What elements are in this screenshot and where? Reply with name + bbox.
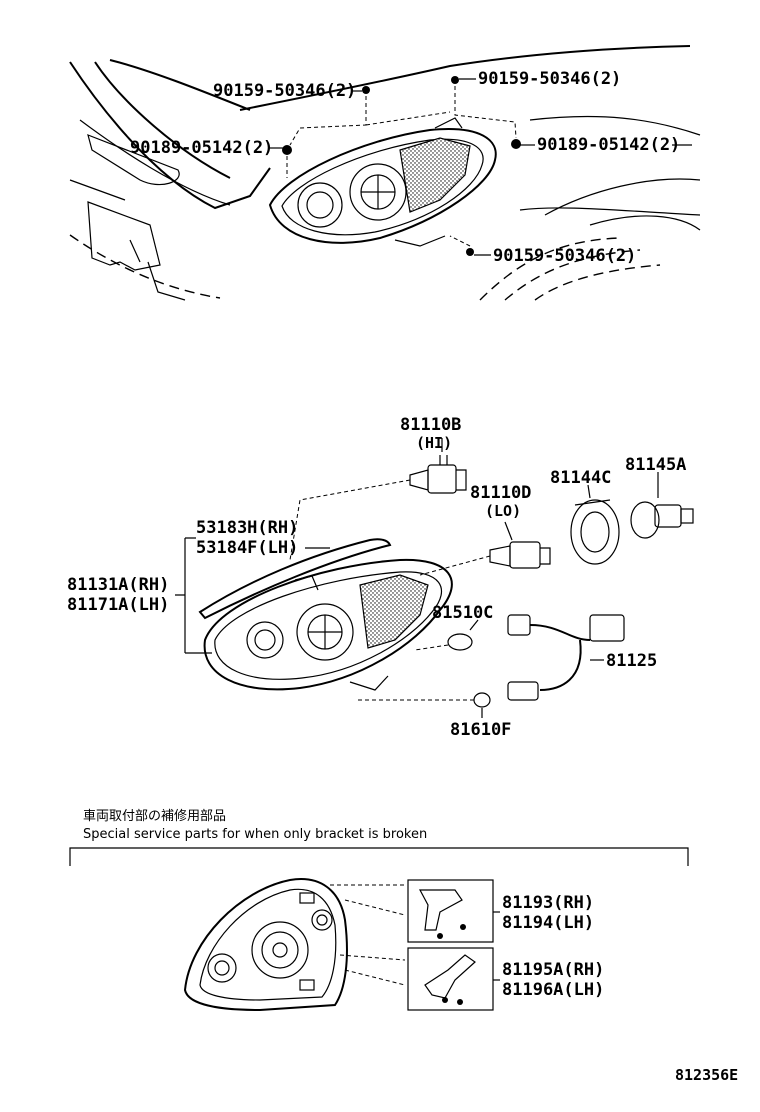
clip-icon	[511, 139, 521, 149]
part-number-label: 81196A(LH)	[502, 980, 604, 1000]
bolt-icon	[451, 76, 459, 84]
part-number-label: 81145A	[625, 455, 686, 475]
bulb-position-note: (LO)	[485, 502, 521, 520]
bolt-icon	[362, 86, 370, 94]
bracket-kit-a	[407, 879, 500, 943]
bulb-socket	[630, 472, 694, 539]
part-number-label: 81194(LH)	[502, 913, 594, 933]
part-number-label: 81144C	[550, 468, 611, 488]
service-section-title-jp: 車両取付部の補修用部品	[83, 809, 226, 824]
service-section-title-en: Special service parts for when only brac…	[83, 827, 427, 842]
bulb-position-note: (HI)	[416, 434, 452, 452]
vehicle-body-illustration	[69, 45, 701, 301]
figure-id: 812356E	[675, 1066, 738, 1084]
marker-bulb	[355, 692, 491, 718]
fasteners-top	[282, 76, 521, 256]
top-callouts: 90159-50346(2) 90159-50346(2) 90189-0514…	[130, 69, 692, 266]
part-number-label: 90159-50346(2)	[478, 69, 621, 89]
wire-harness	[507, 614, 625, 701]
part-number-label: 53184F(LH)	[196, 538, 298, 558]
bolt-icon	[466, 248, 474, 256]
lo-bulb	[419, 521, 551, 576]
part-number-label: 81125	[606, 651, 657, 671]
side-bulb	[414, 619, 479, 651]
part-number-label: 81610F	[450, 720, 511, 740]
section-bracket-line	[69, 847, 689, 866]
part-number-label: 81131A(RH)	[67, 575, 169, 595]
part-number-label: 53183H(RH)	[196, 518, 298, 538]
part-number-label: 90189-05142(2)	[130, 138, 273, 158]
part-number-label: 81110D	[470, 483, 531, 503]
headlamp-assembly-installed	[268, 117, 497, 247]
part-number-label: 81193(RH)	[502, 893, 594, 913]
clip-icon	[282, 145, 292, 155]
exploded-headlamp	[198, 538, 453, 691]
part-number-label: 90159-50346(2)	[493, 246, 636, 266]
headlamp-rear-view	[183, 878, 406, 1012]
part-number-label: 81110B	[400, 415, 461, 435]
socket-seal	[570, 484, 620, 565]
part-number-label: 81171A(LH)	[67, 595, 169, 615]
hi-bulb	[289, 438, 467, 561]
part-number-label: 81195A(RH)	[502, 960, 604, 980]
part-number-label: 90159-50346(2)	[213, 81, 356, 101]
bracket-kit-b	[407, 947, 500, 1011]
part-number-label: 90189-05142(2)	[537, 135, 680, 155]
part-number-label: 81510C	[432, 603, 493, 623]
